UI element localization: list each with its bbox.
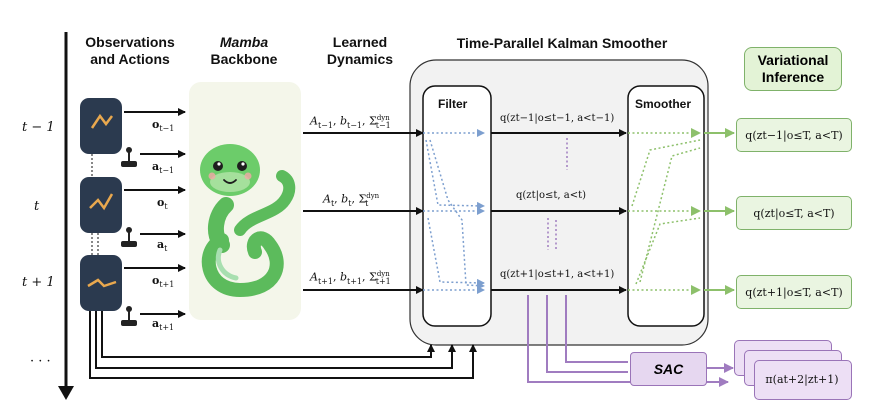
dyn-b: b	[341, 192, 349, 206]
dyn-sigma: Σ	[358, 192, 367, 206]
sac-box: SAC	[630, 352, 707, 386]
dyn-sub: t	[330, 198, 335, 208]
dyn-sup: dyn	[366, 192, 380, 200]
variational-inference-box: Variational Inference	[744, 47, 842, 91]
obs-symbol: o	[152, 118, 160, 131]
joystick-icon	[121, 147, 137, 167]
mamba-snake-illustration	[200, 144, 296, 298]
header-learned-dynamics: Learned Dynamics	[312, 34, 408, 68]
time-axis-arrowhead	[58, 386, 74, 400]
header-line: Backbone	[210, 51, 278, 67]
time-label: t	[34, 199, 40, 214]
header-line: Learned	[332, 34, 388, 50]
dyn-A: A	[323, 192, 331, 206]
header-line: Variational	[757, 52, 829, 68]
dyn-sub: t	[348, 198, 352, 208]
dyn-sub: t−1	[347, 120, 363, 130]
joystick-icon	[121, 227, 137, 247]
obs-sub: t+1	[159, 280, 175, 290]
dyn-sub: t+1	[317, 276, 333, 286]
dyn-sub: t−1	[375, 120, 391, 130]
filter-label: Filter	[438, 97, 468, 111]
action-symbol: a	[157, 238, 165, 251]
filter-posterior-label: q(zt+1|o≤t+1, a<t+1)	[500, 269, 615, 280]
filter-dotted-lines	[423, 129, 485, 294]
smoother-dotted-lines	[628, 128, 701, 295]
posterior-taps	[547, 138, 568, 250]
smoother-box	[627, 85, 705, 327]
time-label: t − 1	[22, 120, 55, 135]
header-line: Time-Parallel Kalman Smoother	[456, 35, 668, 51]
dyn-sub: t+1	[375, 276, 391, 286]
dyn-sup: dyn	[376, 270, 390, 278]
observation-thumbnail-t+1	[80, 255, 122, 311]
action-sub: t	[164, 244, 168, 254]
action-symbol: a	[152, 317, 160, 330]
observation-label: ot+1	[152, 274, 174, 289]
smoothed-posterior-box: q(zt+1|o≤T, a<T)	[736, 275, 852, 309]
header-observations-and-actions: Observations and Actions	[74, 34, 186, 68]
dynamics-label: At, bt, Σdynt	[323, 192, 380, 208]
observation-feedback-lines	[89, 311, 477, 379]
policy-box-front	[754, 360, 852, 400]
obs-symbol: o	[152, 274, 160, 287]
header-line: and Actions	[90, 51, 170, 67]
obs-sub: t−1	[159, 124, 175, 134]
dyn-A: A	[310, 114, 318, 128]
header-line: Mamba	[196, 34, 292, 51]
header-mamba-backbone: Mamba Backbone	[196, 34, 292, 68]
dyn-b: b	[339, 270, 348, 284]
smoother-label: Smoother	[635, 97, 692, 111]
obs-sub: t	[164, 202, 168, 212]
filter-posterior-label: q(zt−1|o≤t−1, a<t−1)	[500, 113, 615, 124]
joystick-icon	[121, 306, 137, 326]
filter-posterior-label: q(zt|o≤t, a<t)	[516, 190, 586, 201]
dyn-sub: t+1	[347, 276, 363, 286]
action-label: at+1	[152, 317, 174, 332]
header-line: Inference	[761, 69, 825, 85]
dyn-A: A	[310, 270, 318, 284]
header-italic: Mamba	[219, 34, 269, 50]
policy-label: π(at+2|zt+1)	[765, 372, 839, 386]
dynamics-label: At+1, bt+1, Σdynt+1	[310, 270, 391, 286]
dyn-b: b	[339, 114, 348, 128]
dyn-sigma: Σ	[369, 114, 377, 128]
filter-box	[422, 85, 492, 327]
obs-symbol: o	[157, 196, 165, 209]
header-line: Observations	[85, 34, 175, 50]
dyn-sub: t−1	[317, 120, 333, 130]
action-label: at	[157, 238, 167, 253]
dyn-sup: dyn	[376, 114, 390, 122]
smoothed-posterior-box: q(zt−1|o≤T, a<T)	[736, 118, 852, 152]
header-line: Dynamics	[326, 51, 394, 67]
action-symbol: a	[152, 160, 160, 173]
observation-label: ot	[157, 196, 168, 211]
time-label: · · ·	[30, 354, 51, 369]
time-label: t + 1	[22, 275, 55, 290]
action-sub: t−1	[159, 166, 175, 176]
dyn-sub: t	[365, 198, 369, 208]
action-sub: t+1	[159, 323, 175, 333]
smoothed-posterior-box: q(zt|o≤T, a<T)	[736, 196, 852, 230]
observation-thumbnail-t-1	[80, 98, 122, 154]
header-kalman-smoother: Time-Parallel Kalman Smoother	[432, 35, 692, 52]
dyn-sigma: Σ	[369, 270, 377, 284]
observation-label: ot−1	[152, 118, 174, 133]
observation-thumbnail-t	[80, 177, 122, 233]
action-label: at−1	[152, 160, 174, 175]
dynamics-label: At−1, bt−1, Σdynt−1	[310, 114, 391, 130]
